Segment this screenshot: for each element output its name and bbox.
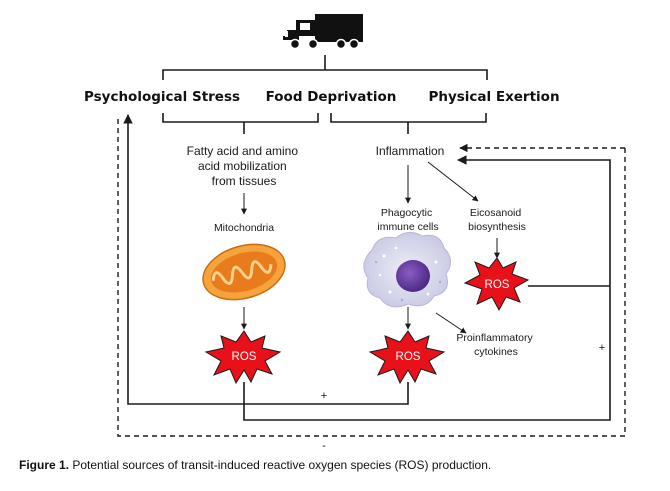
ros-label-mitochondria: ROS — [232, 351, 257, 363]
ros-label-phagocytic: ROS — [396, 351, 421, 363]
food-deprivation-label: Food Deprivation — [266, 89, 397, 105]
minus-sign-bottom: - — [322, 440, 326, 452]
stressors-brace — [162, 55, 488, 80]
eicosanoid-biosynthesis-label: Eicosanoid biosynthesis — [468, 207, 526, 233]
pathway-arrows — [241, 161, 500, 334]
ros-burst-phagocytic: ROS — [368, 330, 446, 385]
plus-sign-bottom: + — [321, 390, 327, 402]
mitochondria-label: Mitochondria — [214, 222, 274, 234]
mitochondria-icon — [202, 243, 286, 301]
figure-caption-label: Figure 1. — [19, 458, 70, 472]
ros-label-eicosanoid: ROS — [485, 279, 510, 291]
figure-caption-text: Potential sources of transit-induced rea… — [69, 458, 492, 472]
inflammation-label: Inflammation — [376, 144, 445, 158]
truck-icon — [283, 14, 363, 50]
fatty-acid-mobilization-label: Fatty acid and amino acid mobilization f… — [187, 144, 302, 188]
ros-burst-mitochondria: ROS — [204, 330, 282, 385]
lower-braces — [162, 113, 487, 134]
plus-sign-right: + — [599, 342, 605, 354]
phagocytic-cells-label: Phagocytic immune cells — [377, 207, 438, 233]
figure-caption: Figure 1. Potential sources of transit-i… — [19, 458, 491, 472]
phagocytic-cell-icon — [363, 232, 451, 308]
negative-feedback-loop — [117, 115, 626, 437]
ros-burst-eicosanoid: ROS — [463, 257, 530, 312]
proinflammatory-cytokines-label: Proinflammatory cytokines — [456, 332, 535, 358]
psychological-stress-label: Psychological Stress — [84, 89, 240, 105]
positive-feedback-loops — [123, 114, 611, 421]
physical-exertion-label: Physical Exertion — [428, 89, 559, 105]
